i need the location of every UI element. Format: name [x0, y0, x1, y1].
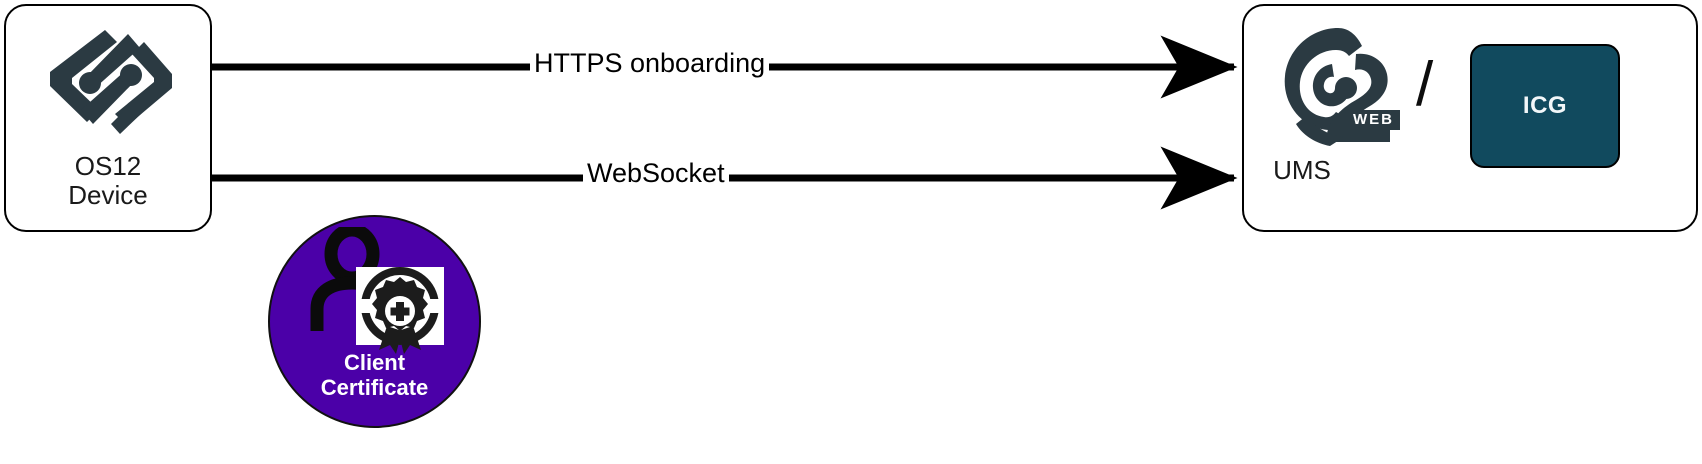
user-certificate-badge-icon — [310, 227, 444, 354]
os12-brand-logo-icon — [50, 30, 172, 134]
ums-web-brand-logo-icon — [1284, 28, 1390, 146]
node-os12-device[interactable]: OS12 Device — [4, 4, 212, 232]
node-label-ums: UMS — [1273, 155, 1331, 185]
icg-sub-node[interactable]: ICG — [1470, 44, 1620, 168]
edge-label-https-onboarding: HTTPS onboarding — [530, 50, 770, 77]
web-badge-label: WEB — [1346, 110, 1400, 130]
icg-label: ICG — [1522, 92, 1568, 119]
client-certificate-caption: Client Certificate — [320, 350, 429, 400]
node-client-certificate[interactable]: Client Certificate — [268, 215, 481, 428]
logo-separator-slash: / — [1416, 50, 1434, 119]
node-ums-icg[interactable]: WEB / ICG UMS — [1242, 4, 1698, 232]
node-label-os12-device: OS12 Device — [68, 151, 148, 210]
edge-label-websocket: WebSocket — [583, 160, 729, 187]
